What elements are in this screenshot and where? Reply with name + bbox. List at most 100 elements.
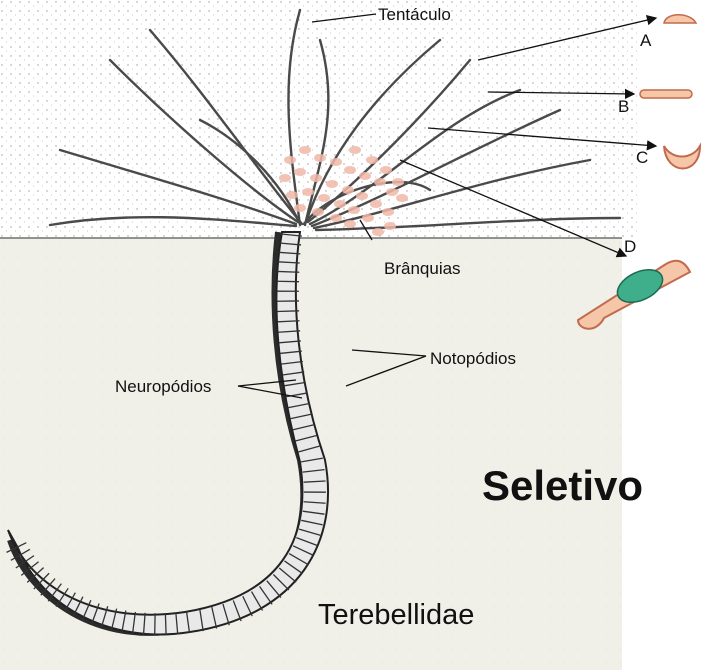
body-segment <box>258 585 273 605</box>
body-segment <box>292 424 315 431</box>
tentacle <box>108 58 300 224</box>
body-segment <box>280 360 303 365</box>
worm-body <box>6 231 329 636</box>
gill-filament <box>396 194 408 202</box>
gill-filament <box>349 146 361 154</box>
body-segment <box>302 510 325 515</box>
gill-filament <box>344 166 356 174</box>
tentacle <box>58 148 298 226</box>
body-segment <box>175 612 179 635</box>
body-segment <box>301 519 323 526</box>
particle-d-icon <box>576 259 692 330</box>
body-segment <box>298 445 320 453</box>
body-segment <box>278 251 301 255</box>
body-segment <box>211 606 218 629</box>
gill-filament <box>366 156 378 164</box>
gill-filament <box>286 191 298 199</box>
body-segment <box>278 340 301 344</box>
body-segment <box>303 480 326 483</box>
tentacle <box>198 118 302 226</box>
body-segment <box>277 261 300 264</box>
body-segment <box>250 591 264 611</box>
body-segment <box>288 553 309 566</box>
gill-filament <box>294 168 306 176</box>
label-gills: Brânquias <box>384 259 461 278</box>
body-segment <box>292 545 314 556</box>
gill-filament <box>312 208 324 216</box>
tentacle <box>48 215 298 228</box>
label-particle-c: C <box>636 148 648 167</box>
tentacle <box>148 28 304 226</box>
gill-filament <box>362 214 374 222</box>
label-particle-a: A <box>640 31 652 50</box>
gill-filament <box>299 146 311 154</box>
body-segment <box>242 595 253 617</box>
body-segment <box>185 611 191 633</box>
body-segment <box>298 528 321 536</box>
body-segment <box>6 542 27 553</box>
body-segment <box>272 574 290 591</box>
body-segment <box>63 592 76 613</box>
gill-filament <box>372 228 384 236</box>
body-segment <box>142 612 146 635</box>
gill-filament <box>348 206 360 214</box>
body-segment <box>100 606 109 628</box>
body-segment <box>277 320 300 323</box>
tentacle <box>303 38 330 227</box>
body-segment <box>131 611 136 634</box>
body-segment <box>282 371 305 376</box>
gill-filament <box>314 154 326 162</box>
label-tentacle: Tentáculo <box>378 5 451 24</box>
body-segment <box>301 457 323 463</box>
body-segment <box>110 608 118 631</box>
gill-filament <box>386 188 398 196</box>
gill-filament <box>356 192 368 200</box>
body-segment <box>10 548 31 561</box>
gill-filament <box>344 220 356 228</box>
label-particle-d: D <box>624 237 636 256</box>
particle-b-icon <box>639 89 693 99</box>
tentacle <box>304 38 442 224</box>
tentacle <box>306 58 472 224</box>
body-segment <box>295 434 317 442</box>
leader-lines <box>237 13 658 399</box>
gill-filament <box>374 178 386 186</box>
gill-filament <box>380 166 392 174</box>
gill-filament <box>318 194 330 202</box>
body-segment <box>232 600 242 622</box>
body-segment <box>302 468 325 473</box>
tentacle <box>308 88 522 226</box>
gill-filament <box>294 204 306 212</box>
gills <box>279 146 408 236</box>
body-segment <box>279 233 303 237</box>
body-segment <box>279 242 302 246</box>
gill-filament <box>326 180 338 188</box>
particle-a-icon <box>663 14 698 24</box>
gill-filament <box>384 222 396 230</box>
label-family: Terebellidae <box>318 599 474 631</box>
particle-c-icon <box>663 142 702 170</box>
body-segment <box>47 583 62 602</box>
label-notopodia: Notopódios <box>430 349 516 368</box>
body-segment <box>164 613 167 636</box>
gill-filament <box>302 188 314 196</box>
gill-filament <box>334 200 346 208</box>
gill-filament <box>392 178 404 186</box>
body-segment <box>121 610 127 633</box>
gill-filament <box>310 174 322 182</box>
body-segment <box>15 555 35 569</box>
gill-filament <box>359 172 371 180</box>
body-segments <box>6 233 326 636</box>
body-segment <box>283 381 306 387</box>
gill-filament <box>330 158 342 166</box>
label-neuropodia: Neuropódios <box>115 377 211 396</box>
body-segment <box>296 537 318 546</box>
label-feeding-mode: Seletivo <box>482 462 643 509</box>
gill-filament <box>284 156 296 164</box>
body-segment <box>40 578 56 596</box>
gill-filament <box>370 200 382 208</box>
body-segment <box>199 609 204 632</box>
body-segment <box>303 501 326 504</box>
